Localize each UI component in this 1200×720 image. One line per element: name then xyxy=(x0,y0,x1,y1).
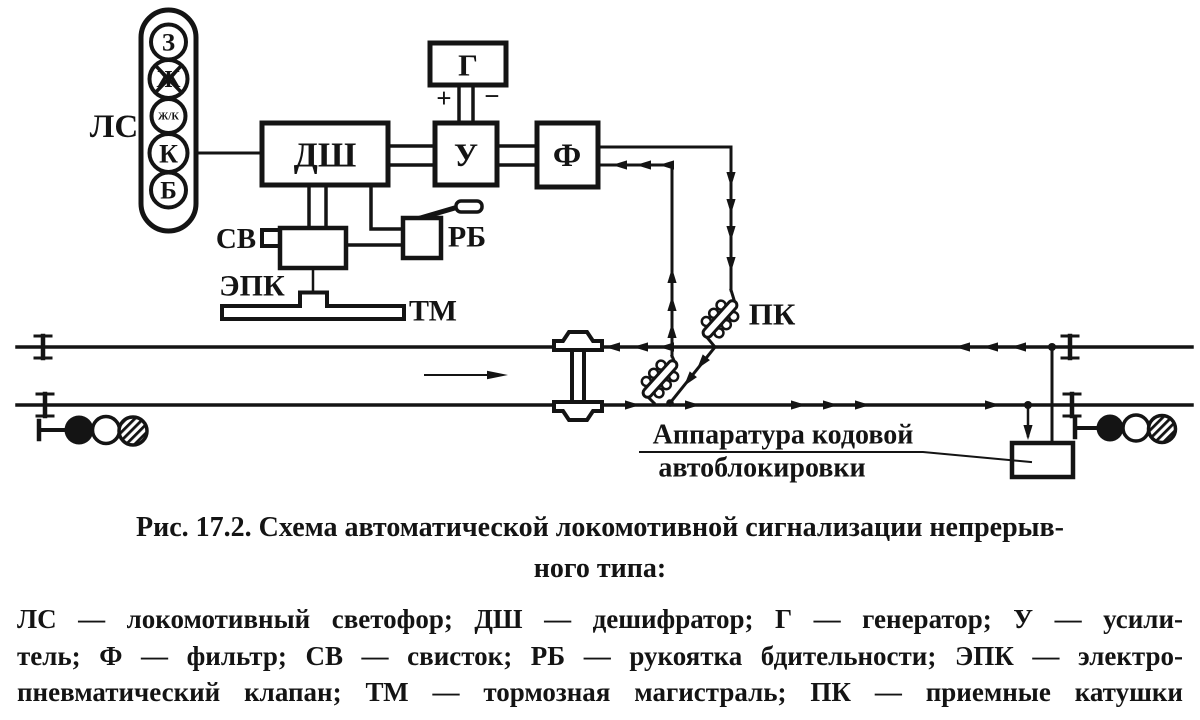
legend-line-2: тель; Ф — фильтр; СВ — свисток; РБ — рук… xyxy=(17,640,1183,671)
signal-lens-open xyxy=(90,414,122,446)
amplifier-block: У xyxy=(432,120,500,188)
decoder-label: ДШ xyxy=(294,136,357,175)
filter-label: Ф xyxy=(553,138,581,174)
whistle-epk-block: СВ ЭПК xyxy=(216,223,349,303)
wheelset xyxy=(552,330,604,422)
light-green: З xyxy=(149,22,188,62)
legend-line-3: пневматический клапан; ТМ — тормозная ма… xyxy=(17,677,1183,707)
epk-label: ЭПК xyxy=(219,270,285,303)
legend-line-1: ЛС — локомотивный светофор; ДШ — дешифра… xyxy=(17,604,1183,634)
yellow-cross-line xyxy=(153,63,184,95)
receiving-coil-upper xyxy=(693,291,747,347)
light-red: К xyxy=(147,132,190,174)
filter-block: Ф xyxy=(534,120,601,190)
brake-main-label: ТМ xyxy=(409,295,457,328)
whistle-label: СВ xyxy=(216,223,256,255)
vigilance-handle-label: РБ xyxy=(448,221,486,254)
wayside-signal-left xyxy=(36,414,149,447)
block-wiring xyxy=(307,83,539,247)
light-green-label: З xyxy=(162,30,175,57)
signal-lens-open xyxy=(1121,413,1151,443)
wheel-top xyxy=(552,330,604,352)
light-red-label: К xyxy=(159,140,178,169)
receiving-coil-lower xyxy=(633,351,687,407)
vigilance-handle-block: РБ xyxy=(400,199,486,261)
decoder-block: ДШ xyxy=(259,120,391,188)
coding-apparatus: Аппаратура кодовой автоблокировки xyxy=(639,343,1076,484)
light-white: Б xyxy=(149,170,188,210)
light-yellow: Ж xyxy=(147,58,190,100)
figure-caption: Рис. 17.2. Схема автоматической локомоти… xyxy=(0,507,1200,589)
wheel-bottom xyxy=(552,400,604,422)
locomotive-signal-head: ЛС З Ж Ж/К К Б xyxy=(90,7,264,234)
ls-label: ЛС xyxy=(90,109,138,145)
light-yellow-label: Ж xyxy=(157,67,181,93)
signal-lens-hatched xyxy=(117,415,149,447)
caption-line-1: Рис. 17.2. Схема автоматической локомоти… xyxy=(136,512,1064,543)
whistle-tab xyxy=(260,228,282,248)
generator-block: Г + − xyxy=(427,40,509,113)
receiving-coils-label: ПК xyxy=(749,297,796,332)
apparatus-label-line1: Аппаратура кодовой xyxy=(653,420,914,451)
brake-pipe-bar xyxy=(220,290,406,321)
caption-line-2: ного типа: xyxy=(533,553,667,584)
amplifier-label: У xyxy=(454,138,478,174)
wayside-signal-right xyxy=(1072,413,1178,445)
signalling-diagram: ЛС З Ж Ж/К К Б xyxy=(15,7,1194,484)
plus-sign: + xyxy=(436,83,451,113)
apparatus-label-line2: автоблокировки xyxy=(658,453,865,484)
figure-legend: ЛС — локомотивный светофор; ДШ — дешифра… xyxy=(17,601,1183,711)
handle-grip xyxy=(454,199,484,214)
light-yellow-red: Ж/К xyxy=(149,97,188,135)
signal-lens-filled xyxy=(1096,414,1124,442)
track-rails xyxy=(15,336,1194,416)
coil-circuit: ПК xyxy=(596,145,796,407)
travel-direction-arrow xyxy=(424,370,508,380)
apparatus-leader-line xyxy=(639,451,1033,464)
generator-label: Г xyxy=(458,48,478,83)
minus-sign: − xyxy=(484,81,499,111)
light-yellow-red-label: Ж/К xyxy=(158,112,179,123)
brake-main: ТМ xyxy=(220,266,457,328)
apparatus-box xyxy=(1009,440,1076,480)
light-white-label: Б xyxy=(160,178,177,205)
signal-lens-filled xyxy=(64,415,94,445)
signal-lens-hatched xyxy=(1146,413,1178,445)
